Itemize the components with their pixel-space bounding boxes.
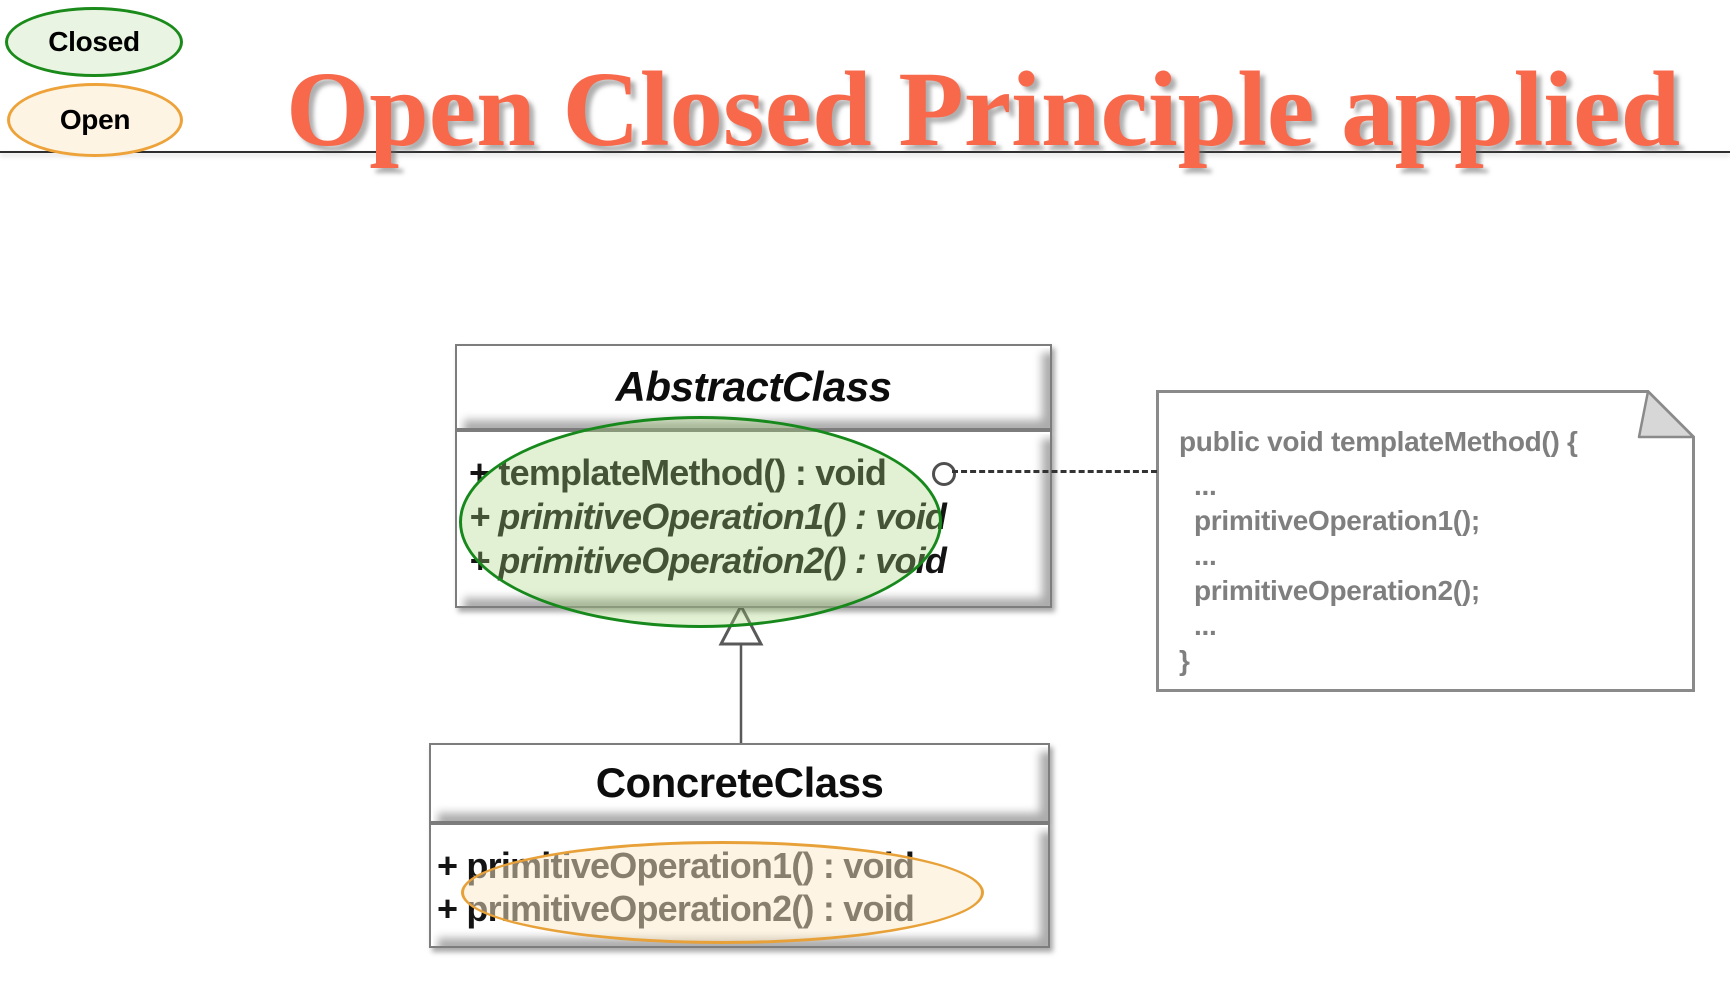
note-dashed-connector	[952, 470, 1157, 473]
method-primitiveOperation1-impl: + primitiveOperation1() : void	[437, 845, 915, 886]
slide-title: Open Closed Principle applied	[286, 51, 1681, 169]
abstract-class-name: AbstractClass	[615, 363, 892, 410]
concrete-class-name: ConcreteClass	[595, 759, 884, 806]
abstract-class-header: AbstractClass	[455, 344, 1052, 430]
legend-closed-ellipse: Closed	[5, 7, 183, 77]
note-outline	[1156, 390, 1695, 692]
title-underline	[0, 151, 1730, 153]
legend-open-label: Open	[59, 104, 131, 135]
note-code-line: ...	[1194, 540, 1217, 571]
note-code-line: primitiveOperation2();	[1194, 575, 1480, 606]
legend-open-ellipse: Open	[7, 83, 183, 157]
method-primitiveOperation1: + primitiveOperation1() : void	[469, 496, 947, 537]
note-code-line: ...	[1194, 470, 1217, 501]
abstract-class-methods: + templateMethod() : void + primitiveOpe…	[455, 430, 1052, 608]
abstract-class-method-list: + templateMethod() : void + primitiveOpe…	[457, 432, 1050, 583]
note-shape	[1156, 390, 1695, 692]
concrete-class-header: ConcreteClass	[429, 743, 1050, 823]
concrete-class-method-list: + primitiveOperation1() : void + primiti…	[431, 825, 1048, 930]
method-primitiveOperation2-impl: + primitiveOperation2() : void	[437, 888, 915, 929]
generalization-arrow	[718, 603, 764, 745]
note-code-line: primitiveOperation1();	[1194, 505, 1480, 536]
concrete-class-methods: + primitiveOperation1() : void + primiti…	[429, 823, 1050, 948]
method-templateMethod: + templateMethod() : void	[469, 452, 887, 493]
note-code: public void templateMethod() { ... primi…	[1179, 424, 1578, 678]
note-folded-corner-icon	[1637, 390, 1695, 439]
note-code-line: }	[1179, 645, 1190, 676]
note-anchor-circle	[932, 462, 956, 486]
note-code-line: public void templateMethod() {	[1179, 426, 1578, 457]
hollow-triangle-icon	[718, 603, 764, 646]
method-primitiveOperation2: + primitiveOperation2() : void	[469, 540, 947, 581]
legend-closed-label: Closed	[48, 26, 140, 57]
note-code-line: ...	[1194, 610, 1217, 641]
